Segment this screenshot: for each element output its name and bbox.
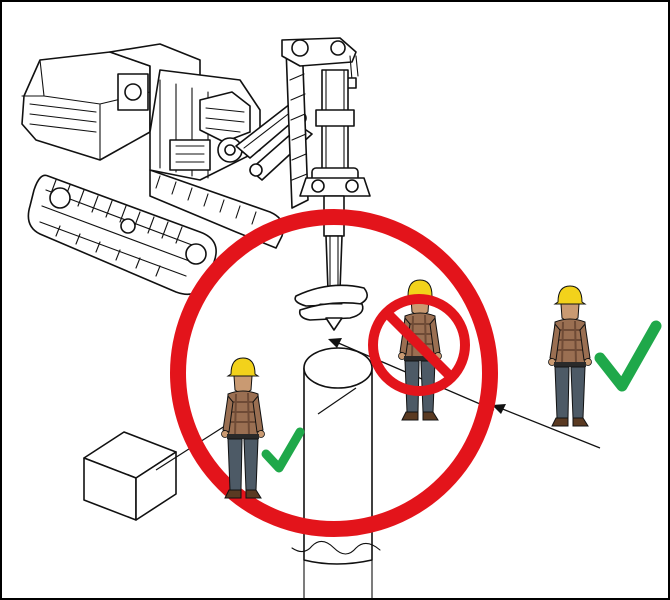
pile-casing: [292, 348, 380, 598]
